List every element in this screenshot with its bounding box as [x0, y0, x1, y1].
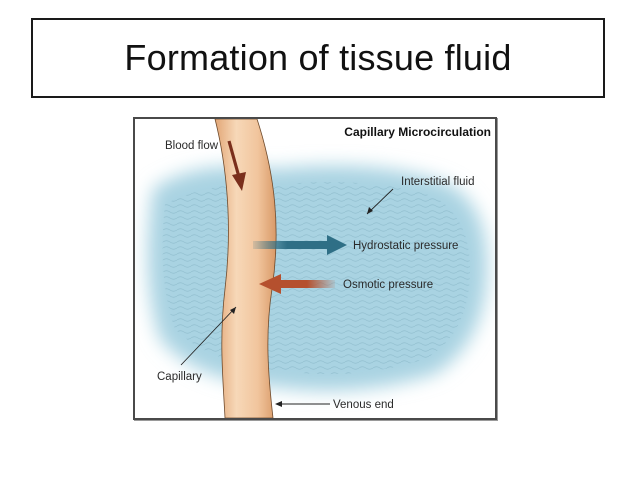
capillary-pointer: [180, 306, 237, 366]
label-capillary: Capillary: [157, 371, 202, 383]
label-interstitial-fluid: Interstitial fluid: [401, 176, 475, 188]
blood-flow-arrow: [227, 140, 246, 191]
label-blood-flow: Blood flow: [165, 140, 219, 152]
label-venous-end: Venous end: [333, 399, 394, 411]
diagram-canvas: Capillary Microcirculation Blood flow In…: [147, 119, 491, 418]
interstitial-fluid-region: [147, 165, 488, 391]
figure-heading: Capillary Microcirculation: [344, 125, 491, 139]
title-box: Formation of tissue fluid: [31, 18, 605, 98]
capillary-vessel: [214, 119, 277, 418]
capillary-diagram: Capillary Microcirculation Blood flow In…: [133, 117, 497, 420]
osmotic-pressure-arrow: [259, 274, 335, 294]
slide-title: Formation of tissue fluid: [124, 37, 512, 78]
label-osmotic-pressure: Osmotic pressure: [343, 279, 433, 291]
label-hydrostatic-pressure: Hydrostatic pressure: [353, 240, 458, 252]
hydrostatic-pressure-arrow: [253, 235, 347, 255]
